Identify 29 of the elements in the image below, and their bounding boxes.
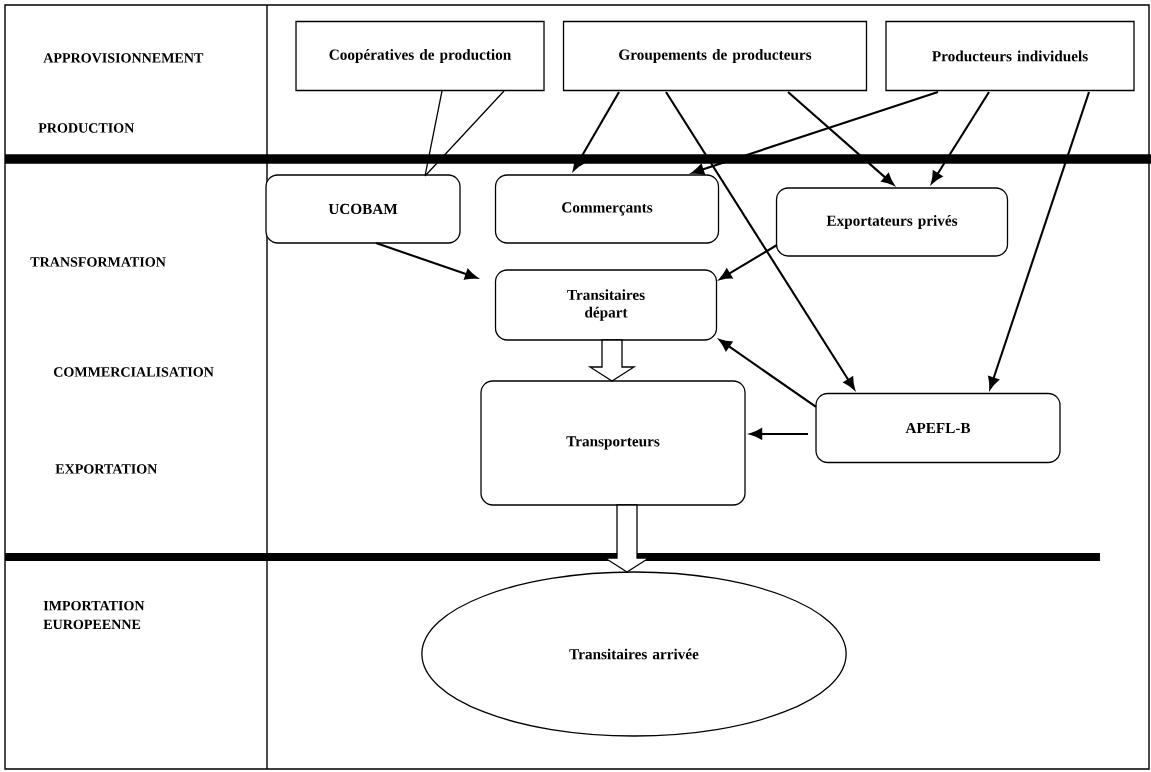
- arrow: [931, 91, 990, 184]
- block-arrow: [602, 504, 652, 573]
- process-box: Commerçants: [494, 174, 720, 244]
- process-box: APEFL-B: [815, 392, 1061, 464]
- row-label: EXPORTATION: [55, 464, 158, 474]
- block-arrow: [587, 339, 637, 382]
- arrow: [719, 339, 817, 408]
- row-label: APPROVISIONNEMENT: [43, 53, 204, 63]
- row-label: COMMERCIALISATION: [53, 367, 214, 377]
- arrow: [691, 91, 939, 175]
- row-label: TRANSFORMATION: [30, 257, 166, 267]
- process-box: UCOBAM: [265, 174, 461, 244]
- ellipse-node: Transitaires arrivée: [421, 571, 847, 737]
- arrow: [749, 428, 808, 440]
- process-box: Coopératives de production: [295, 20, 545, 92]
- arrow: [665, 91, 855, 390]
- arrow: [988, 91, 1090, 390]
- arrow: [787, 91, 895, 186]
- process-box: Exportateurs privés: [775, 187, 1009, 257]
- arrow: [375, 242, 478, 280]
- arrow: [572, 91, 620, 171]
- arrow: [719, 244, 778, 281]
- process-box: Transporteurs: [480, 380, 746, 506]
- process-box: Producteurs individuels: [885, 20, 1135, 92]
- row-label: PRODUCTION: [38, 123, 135, 133]
- row-label: IMPORTATION EUROPEENNE: [43, 600, 145, 630]
- process-box: Groupements de producteurs: [562, 20, 868, 92]
- callout-tail: [424, 90, 505, 177]
- process-box: Transitaires départ: [494, 269, 718, 341]
